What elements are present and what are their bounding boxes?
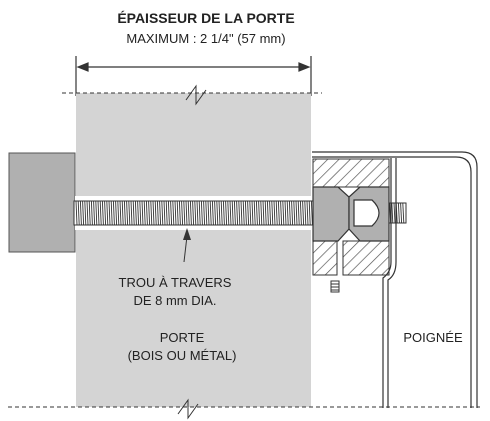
diagram-title: ÉPAISSEUR DE LA PORTE	[117, 10, 294, 26]
hole-label-line1: TROU À TRAVERS	[119, 275, 232, 290]
handle-outer-frame	[312, 151, 478, 408]
diagram-subtitle: MAXIMUM : 2 1/4" (57 mm)	[126, 31, 285, 46]
door-label-line2: (BOIS OU MÉTAL)	[128, 348, 237, 363]
thickness-dimension-line	[75, 56, 312, 96]
hatched-block-top	[312, 158, 390, 188]
rod-fitting	[312, 186, 390, 242]
handle-label: POIGNÉE	[403, 330, 463, 345]
rod-threads	[75, 200, 313, 226]
inside-mounting-block	[8, 152, 76, 253]
set-screw	[330, 280, 340, 293]
door-label-line1: PORTE	[160, 330, 205, 345]
hatched-block-bottom-left	[312, 240, 338, 276]
break-mark-top	[185, 84, 207, 106]
break-mark-bottom	[177, 398, 199, 420]
handle-tube-right	[387, 158, 397, 408]
handle-inner-frame	[312, 156, 472, 408]
hole-label-line2: DE 8 mm DIA.	[133, 293, 216, 308]
hole-leader-arrow	[183, 228, 191, 263]
hatched-block-bottom-right	[342, 240, 390, 276]
door-slab	[76, 93, 311, 407]
